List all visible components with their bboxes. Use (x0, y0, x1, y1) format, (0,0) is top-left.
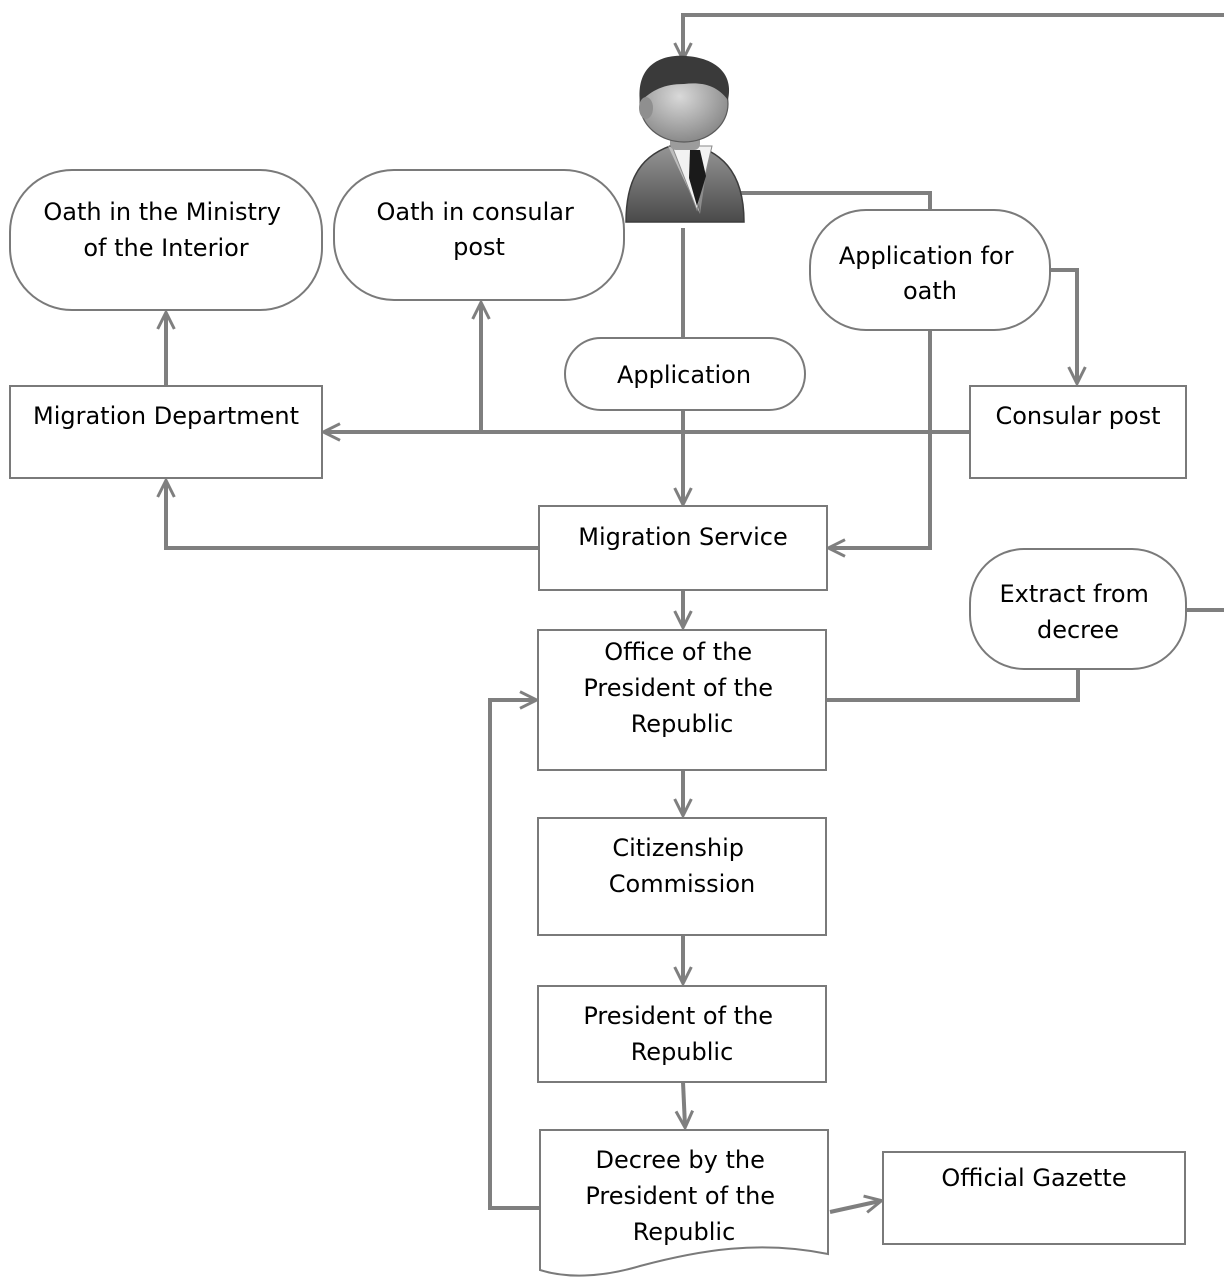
connector-president-decree (683, 1081, 685, 1126)
connector-decree-gazette (829, 1201, 880, 1214)
svg-text:Application for oath: Application for oath (839, 242, 1021, 305)
svg-text:Extract from decree: Extract from decree (999, 580, 1156, 644)
svg-text:Consular post: Consular post (995, 402, 1160, 430)
connector-service-department (166, 482, 540, 550)
node-decree-line-1: Decree by the (595, 1146, 764, 1174)
node-decree-line-3: Republic (633, 1218, 736, 1246)
svg-text:Official Gazette: Official Gazette (941, 1164, 1126, 1192)
node-president: President of the Republic (537, 985, 827, 1083)
node-migration-service-line-1: Migration Service (578, 523, 787, 551)
node-citizenship-commission-line-1: Citizenship (612, 834, 744, 862)
node-application: Application (564, 337, 806, 411)
person-in-suit-icon (625, 55, 745, 223)
node-application-for-oath-line-1: Application for (839, 242, 1014, 270)
svg-text:Office of the President: Office of the President of the Republic (583, 638, 780, 738)
node-application-for-oath-line-2: oath (903, 277, 957, 305)
node-official-gazette: Official Gazette (882, 1151, 1186, 1245)
node-citizenship-commission-line-2: Commission (609, 870, 755, 898)
node-oath-consular-line-1: Oath in consular (376, 198, 574, 226)
connector-decree-office (488, 700, 540, 1210)
svg-text:Application: Application (617, 361, 751, 389)
connector-oath-app-consular (1048, 268, 1077, 382)
node-president-line-2: Republic (631, 1038, 734, 1066)
connector-person-oath-app (740, 191, 932, 210)
connector-oath-app-service (830, 330, 932, 548)
node-office-president-line-3: Republic (631, 710, 734, 738)
node-migration-department: Migration Department (9, 385, 323, 479)
node-citizenship-commission: Citizenship Commission (537, 817, 827, 936)
node-extract-from-decree-line-2: decree (1037, 616, 1119, 644)
svg-text:President of the Republi: President of the Republic (583, 1002, 780, 1066)
node-extract-from-decree-line-1: Extract from (999, 580, 1148, 608)
node-decree: Decree by the President of the Republic (539, 1129, 829, 1277)
node-migration-department-line-1: Migration Department (33, 402, 299, 430)
node-oath-ministry-line-1: Oath in the Ministry (43, 198, 281, 226)
svg-text:Decree by the President: Decree by the President of the Republic (585, 1146, 782, 1246)
connectors (166, 13, 1224, 1214)
svg-text:Oath in the Ministry of: Oath in the Ministry of the Interior (43, 198, 288, 262)
node-oath-ministry: Oath in the Ministry of the Interior (9, 169, 323, 311)
node-president-line-1: President of the (583, 1002, 773, 1030)
node-application-for-oath: Application for oath (809, 209, 1051, 331)
node-official-gazette-line-1: Official Gazette (941, 1164, 1126, 1192)
node-consular-post: Consular post (969, 385, 1187, 479)
connector-office-extract (826, 670, 1080, 702)
node-migration-service: Migration Service (538, 505, 828, 591)
node-consular-post-line-1: Consular post (995, 402, 1160, 430)
svg-text:Oath in consular post: Oath in consular post (376, 198, 581, 261)
node-office-president-line-1: Office of the (604, 638, 752, 666)
node-oath-consular: Oath in consular post (333, 169, 625, 301)
node-application-line-1: Application (617, 361, 751, 389)
node-extract-from-decree: Extract from decree (969, 548, 1187, 670)
node-decree-line-2: President of the (585, 1182, 775, 1210)
node-oath-consular-line-2: post (453, 233, 505, 261)
node-office-president-line-2: President of the (583, 674, 773, 702)
connector-loop-top (683, 13, 1224, 58)
node-office-president: Office of the President of the Republic (537, 629, 827, 771)
node-oath-ministry-line-2: of the Interior (83, 234, 248, 262)
svg-text:Citizenship Commission: Citizenship Commission (609, 834, 755, 898)
svg-text:Migration Department: Migration Department (33, 402, 299, 430)
svg-text:Migration Service: Migration Service (578, 523, 787, 551)
